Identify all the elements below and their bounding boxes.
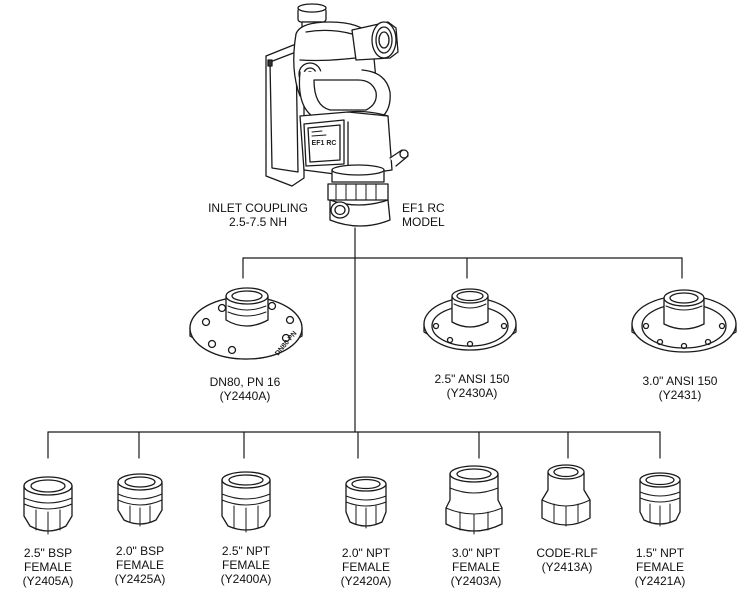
connector-lines — [47, 227, 683, 459]
adapter-bsp25-illustration — [23, 476, 73, 535]
adapter-npt30-illustration — [445, 465, 503, 535]
adapter-npt25-illustration — [221, 471, 271, 533]
flange-ansi25-illustration — [423, 288, 517, 351]
flange-dn80-illustration: DN80 PN — [189, 287, 303, 360]
flange-ansi25-label: 2.5" ANSI 150 (Y2430A) — [434, 372, 510, 400]
model-label: EF1 RC MODEL — [402, 201, 445, 229]
flange-dn80-label: DN80, PN 16 (Y2440A) — [209, 375, 281, 403]
adapter-npt15-label: 1.5" NPT FEMALE (Y2421A) — [634, 546, 686, 588]
adapter-npt15-illustration — [639, 472, 681, 527]
adapter-npt20-illustration — [345, 476, 387, 529]
adapter-npt20-label: 2.0" NPT FEMALE (Y2420A) — [340, 546, 392, 588]
adapter-npt25-label: 2.5" NPT FEMALE (Y2400A) — [220, 544, 272, 586]
adapter-bsp25-label: 2.5" BSP FEMALE (Y2405A) — [22, 546, 74, 588]
flange-ansi30-label: 3.0" ANSI 150 (Y2431) — [642, 374, 718, 402]
adapter-coderlf-label: CODE-RLF (Y2413A) — [536, 546, 598, 574]
inlet-coupling-label: INLET COUPLING 2.5-7.5 NH — [208, 201, 308, 229]
adapter-bsp20-illustration — [117, 473, 163, 527]
flange-ansi30-illustration — [631, 289, 737, 353]
adapter-npt30-label: 3.0" NPT FEMALE (Y2403A) — [450, 546, 502, 588]
adapter-coderlf-illustration — [541, 464, 591, 527]
nameplate-text: EF1 RC — [312, 140, 337, 147]
adapter-bsp20-label: 2.0" BSP FEMALE (Y2425A) — [114, 544, 166, 586]
ef1-rc-monitor-illustration: EF1 RC — [265, 3, 409, 227]
